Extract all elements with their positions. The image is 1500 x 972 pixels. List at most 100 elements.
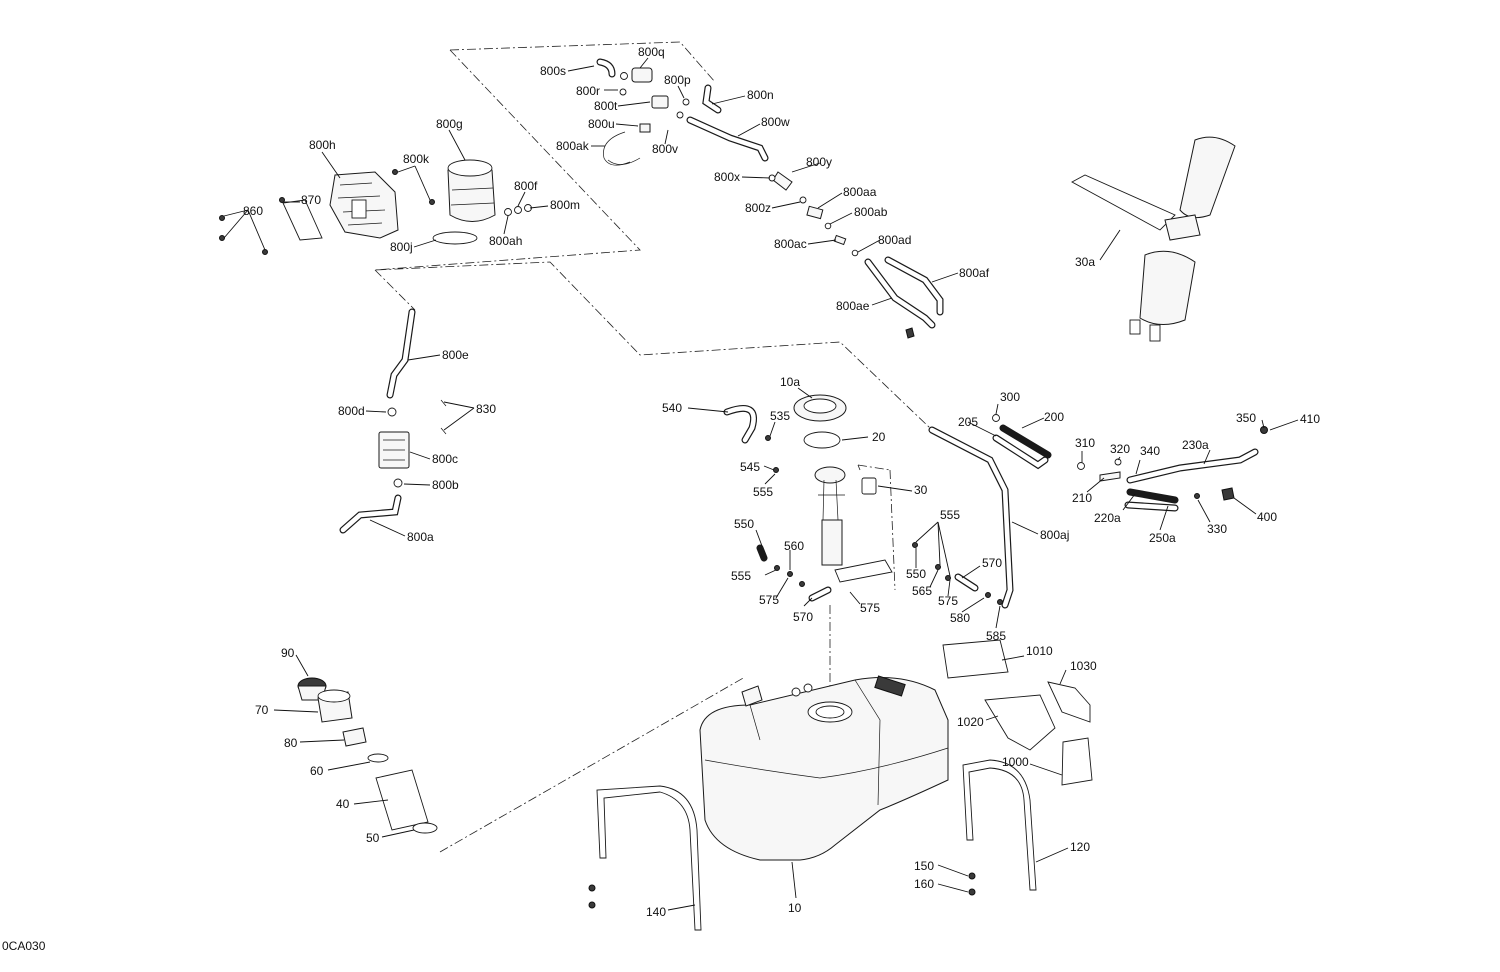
callout-label: 800ak: [556, 139, 590, 153]
callout-label: 830: [476, 402, 496, 416]
callout-label: 70: [255, 703, 269, 717]
callout-label: 1020: [957, 715, 984, 729]
callout-label: 30a: [1075, 255, 1095, 269]
callout-label: 800z: [745, 201, 771, 215]
callout-label: 120: [1070, 840, 1090, 854]
pump-assembly-30a: [1071, 136, 1236, 342]
callout-label: 545: [740, 460, 760, 474]
callout-label: 565: [912, 584, 932, 598]
callout-label: 800ae: [836, 299, 870, 313]
filler-neck-group: [297, 677, 438, 834]
leader-lines: [223, 57, 1299, 911]
callout-label: 800y: [806, 155, 832, 169]
callout-labels: 800s 800q 800r 800t 800p 800n 800u 800w …: [243, 45, 1320, 919]
callout-label: 220a: [1094, 511, 1121, 525]
filter-module-group: [219, 159, 532, 255]
callout-label: 555: [940, 508, 960, 522]
callout-label: 160: [914, 877, 934, 891]
callout-label: 800j: [390, 240, 413, 254]
callout-label: 20: [872, 430, 886, 444]
callout-label: 800d: [338, 404, 365, 418]
callout-label: 800w: [761, 115, 790, 129]
callout-label: 800ah: [489, 234, 522, 248]
callout-label: 800u: [588, 117, 615, 131]
fuel-line-group: [339, 308, 447, 534]
callout-label: 575: [759, 593, 779, 607]
callout-label: 555: [753, 485, 773, 499]
callout-label: 10a: [780, 375, 800, 389]
callout-label: 800r: [576, 84, 600, 98]
callout-label: 800f: [514, 179, 538, 193]
callout-label: 800x: [714, 170, 740, 184]
callout-label: 50: [366, 831, 380, 845]
callout-label: 340: [1140, 444, 1160, 458]
callout-label: 40: [336, 797, 350, 811]
callout-label: 200: [1044, 410, 1064, 424]
callout-label: 60: [310, 764, 324, 778]
fuel-sender-group: [723, 394, 1003, 605]
callout-label: 210: [1072, 491, 1092, 505]
callout-label: 1030: [1070, 659, 1097, 673]
callout-label: 30: [914, 483, 928, 497]
callout-label: 800ad: [878, 233, 911, 247]
callout-label: 330: [1207, 522, 1227, 536]
callout-label: 410: [1300, 412, 1320, 426]
callout-label: 570: [982, 556, 1002, 570]
callout-label: 800m: [550, 198, 580, 212]
callout-label: 800c: [432, 452, 458, 466]
callout-label: 10: [788, 901, 802, 915]
callout-label: 570: [793, 610, 813, 624]
callout-label: 300: [1000, 390, 1020, 404]
callout-label: 800ab: [854, 205, 888, 219]
callout-label: 800p: [664, 73, 691, 87]
phantom-lines: [374, 41, 931, 853]
heat-shields: [942, 639, 1093, 786]
tank-straps: [588, 759, 1037, 931]
callout-label: 860: [243, 204, 263, 218]
callout-label: 540: [662, 401, 682, 415]
callout-label: 800e: [442, 348, 469, 362]
callout-label: 800ac: [774, 237, 807, 251]
callout-label: 350: [1236, 411, 1256, 425]
callout-label: 800s: [540, 64, 566, 78]
callout-label: 580: [950, 611, 970, 625]
callout-label: 555: [731, 569, 751, 583]
callout-label: 140: [646, 905, 666, 919]
callout-label: 585: [986, 629, 1006, 643]
callout-label: 800af: [959, 266, 990, 280]
callout-label: 90: [281, 646, 295, 660]
callout-label: 800aa: [843, 185, 877, 199]
callout-label: 870: [301, 193, 321, 207]
callout-label: 230a: [1182, 438, 1209, 452]
callout-label: 800n: [747, 88, 774, 102]
callout-label: 575: [860, 601, 880, 615]
callout-label: 800t: [594, 99, 618, 113]
callout-label: 800b: [432, 478, 459, 492]
callout-label: 205: [958, 415, 978, 429]
callout-label: 800k: [403, 152, 430, 166]
callout-label: 550: [734, 517, 754, 531]
callout-label: 800a: [407, 530, 434, 544]
vent-hose-group: [928, 414, 1268, 609]
callout-label: 400: [1257, 510, 1277, 524]
callout-label: 1010: [1026, 644, 1053, 658]
callout-label: 800q: [638, 45, 665, 59]
callout-label: 1000: [1002, 755, 1029, 769]
callout-label: 800h: [309, 138, 336, 152]
callout-label: 80: [284, 736, 298, 750]
sensor-fitting-group: [596, 58, 944, 339]
callout-label: 310: [1075, 436, 1095, 450]
fuel-tank-10: [699, 675, 949, 861]
callout-label: 575: [938, 594, 958, 608]
callout-label: 320: [1110, 442, 1130, 456]
callout-label: 250a: [1149, 531, 1176, 545]
callout-label: 560: [784, 539, 804, 553]
callout-label: 150: [914, 859, 934, 873]
callout-label: 800v: [652, 142, 678, 156]
figure-code: 0CA030: [2, 939, 46, 953]
callout-label: 535: [770, 409, 790, 423]
callout-label: 550: [906, 567, 926, 581]
callout-label: 800aj: [1040, 528, 1069, 542]
